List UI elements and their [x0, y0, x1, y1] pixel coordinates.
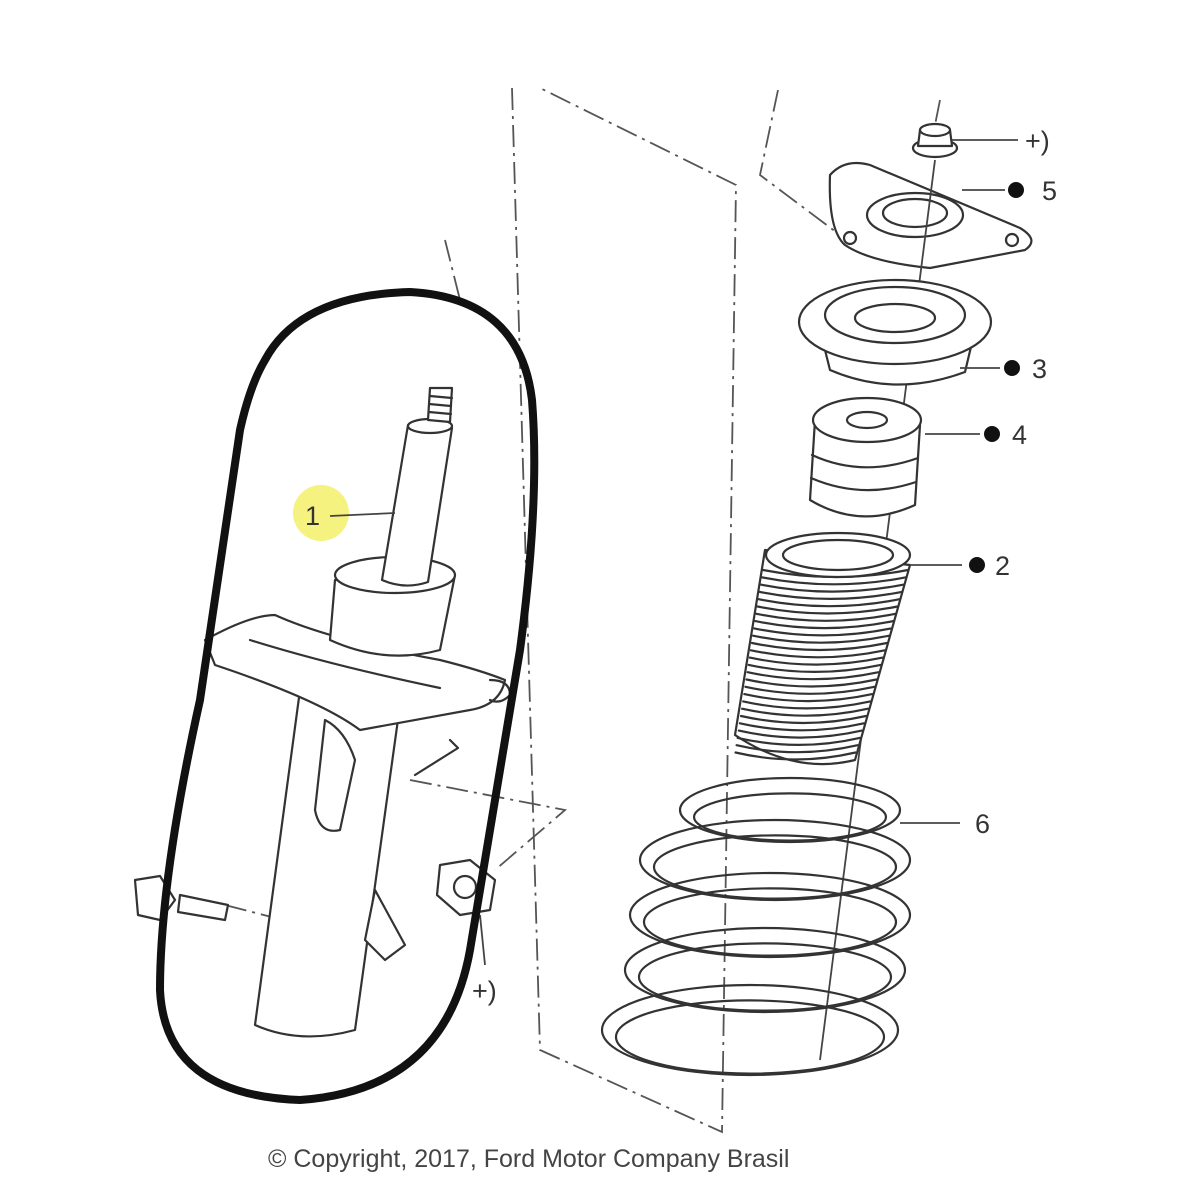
boot-ring	[755, 612, 897, 622]
boot-ring	[759, 583, 905, 593]
copyright-notice: © Copyright, 2017, Ford Motor Company Br…	[268, 1145, 790, 1173]
spring-coil	[652, 834, 898, 900]
boot-ring	[744, 685, 876, 695]
spring-coil	[637, 942, 893, 1012]
boot-ring	[743, 693, 874, 703]
boot-ring	[736, 736, 861, 746]
bump-stop-part-4	[808, 396, 923, 518]
boot-ring	[758, 590, 903, 600]
boot-ring	[747, 663, 882, 673]
boot-ring	[742, 700, 872, 710]
boot-ring	[753, 627, 893, 637]
spring-coil	[678, 776, 902, 844]
boot-ring	[746, 671, 880, 681]
boot-ring	[748, 656, 884, 666]
boot-ring	[757, 598, 901, 608]
callout-6: 6	[975, 809, 990, 839]
bearing-part-3	[797, 278, 993, 386]
spring-coil	[628, 871, 912, 959]
highlight-marker	[293, 485, 349, 541]
spring-coil	[600, 983, 900, 1077]
callout-2: 2	[995, 551, 1010, 581]
coil-spring-part-6	[600, 776, 912, 1077]
callout-1: 1	[305, 501, 320, 531]
boot-ring	[749, 649, 886, 659]
boot-ring	[745, 678, 878, 688]
boot-ring	[735, 744, 859, 754]
boot-ring	[756, 605, 899, 615]
boot-ring	[754, 620, 895, 630]
flange-nut-top	[911, 122, 959, 159]
spring-coil	[692, 792, 888, 842]
boot-ring	[750, 641, 889, 652]
dust-boot-part-2	[733, 531, 912, 766]
top-mount-part-5	[828, 161, 1033, 270]
boot-ring	[741, 707, 870, 717]
highlight-outline	[155, 287, 539, 1105]
callout-4: 4	[1012, 420, 1027, 450]
callout-leaders	[329, 139, 1024, 824]
boot-ring	[737, 729, 863, 739]
callout-3: 3	[1032, 354, 1047, 384]
callout-5: 5	[1042, 176, 1057, 206]
torque-mark-top: +)	[1025, 126, 1050, 156]
boot-ring	[739, 714, 868, 725]
torque-mark-bottom: +)	[472, 976, 497, 1006]
boot-ring	[734, 751, 857, 761]
boot-ring	[760, 576, 907, 586]
boot-ring	[738, 722, 865, 732]
spring-coil	[614, 999, 886, 1075]
spring-coil	[642, 887, 898, 957]
spring-coil	[623, 926, 907, 1014]
spring-coil	[638, 818, 912, 902]
boot-ring	[752, 634, 891, 644]
